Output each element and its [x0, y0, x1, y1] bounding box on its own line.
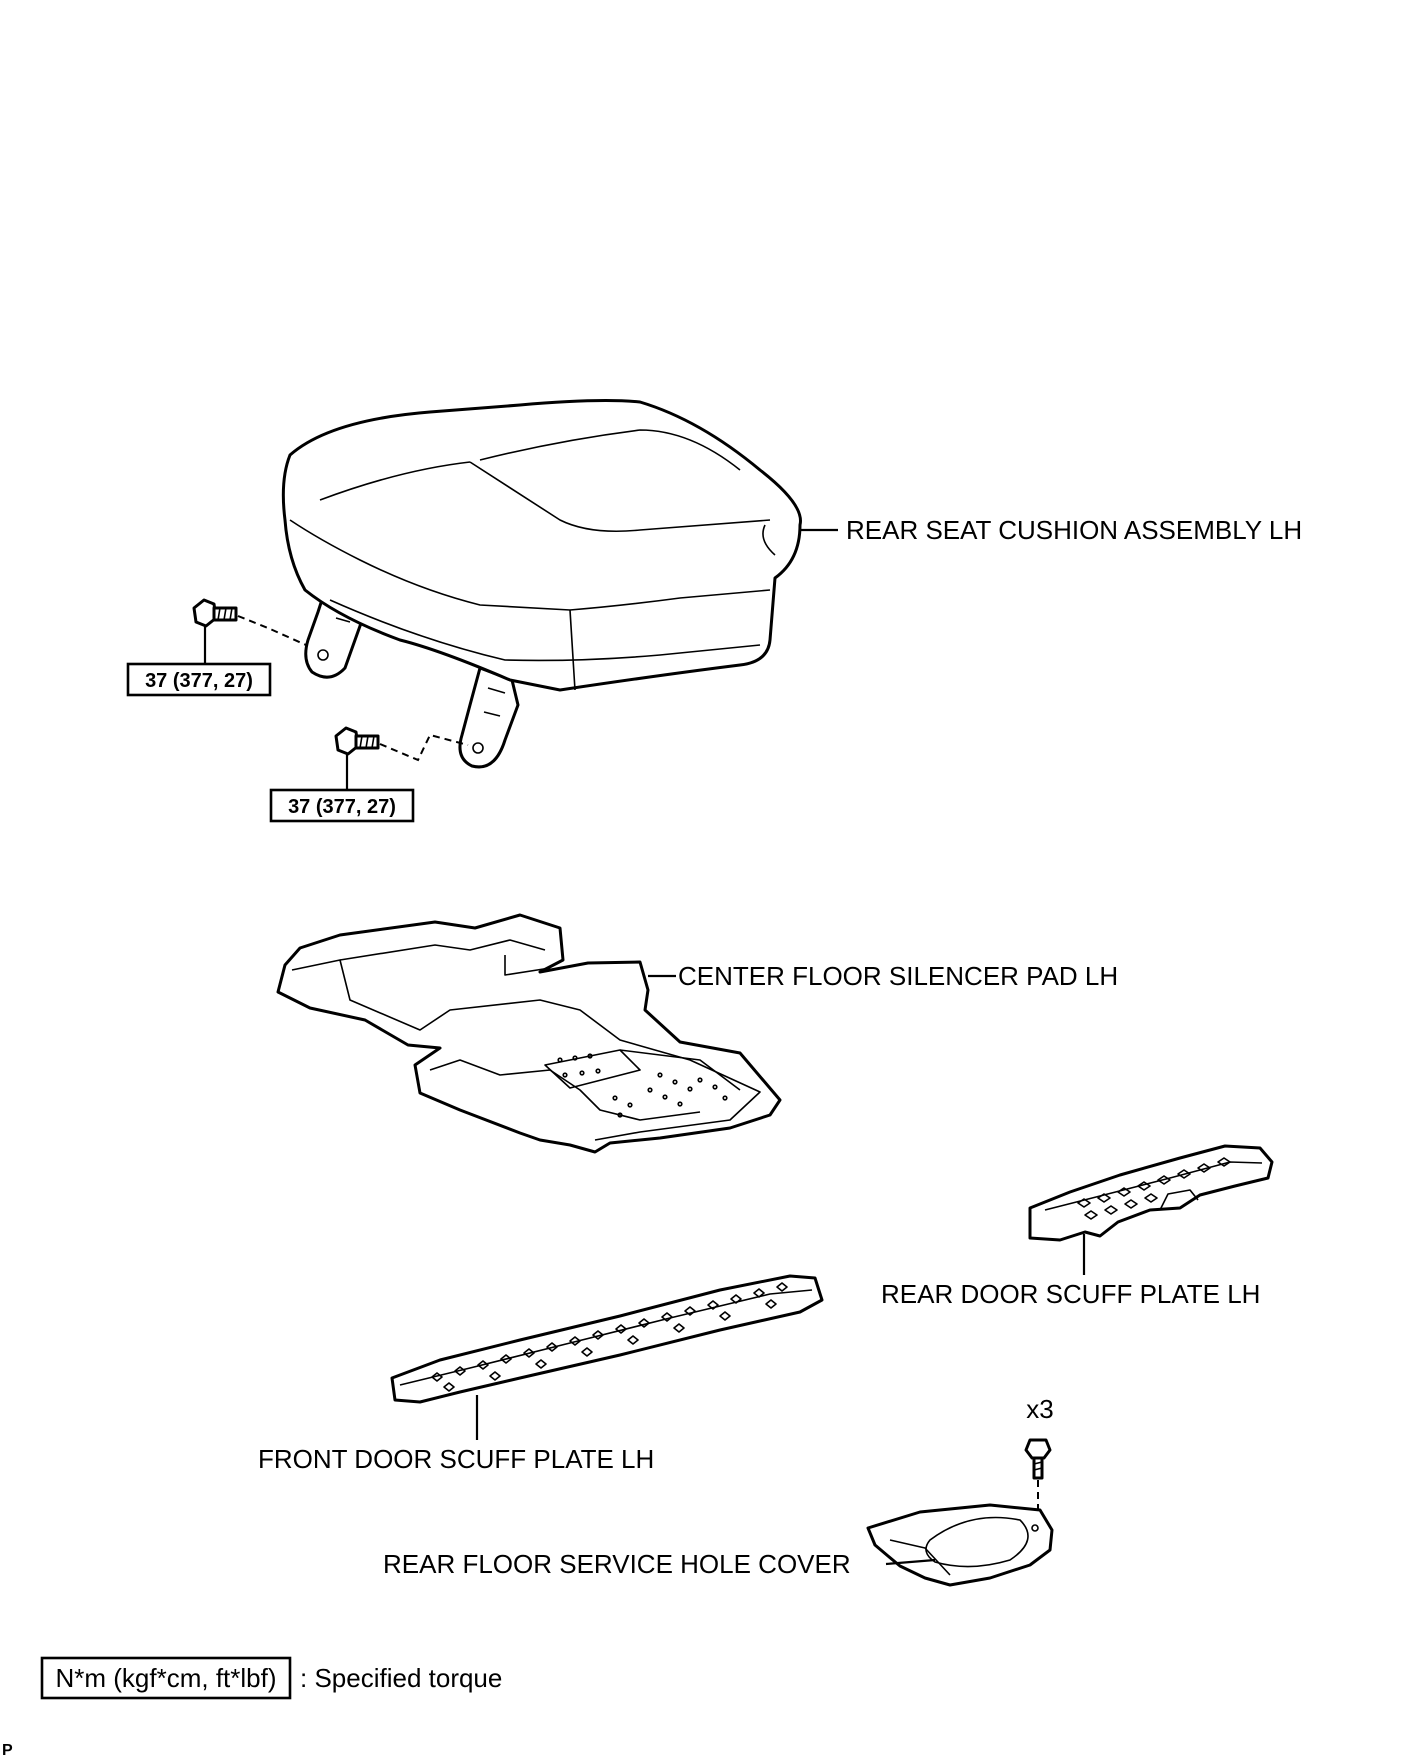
- corner-mark: P: [2, 1742, 13, 1759]
- label-rear-seat-cushion: REAR SEAT CUSHION ASSEMBLY LH: [846, 515, 1302, 545]
- clip-quantity: x3: [1026, 1394, 1053, 1424]
- bolt-icon: [334, 726, 380, 756]
- dash-line-bolt-lower: [379, 733, 469, 762]
- seat-hinge-bracket-right: [458, 666, 520, 769]
- center-floor-silencer-pad: [276, 913, 782, 1154]
- torque-value-lower: 37 (377, 27): [288, 796, 396, 818]
- rear-door-scuff-plate: [1028, 1144, 1274, 1242]
- legend-description: : Specified torque: [300, 1663, 502, 1693]
- legend-unit: N*m (kgf*cm, ft*lbf): [55, 1663, 276, 1693]
- rear-seat-cushion: [281, 399, 802, 769]
- legend-torque-box: [40, 1656, 292, 1700]
- front-door-scuff-plate: [390, 1274, 824, 1404]
- seat-cushion-body: [281, 399, 802, 692]
- torque-box-lower: [269, 788, 415, 823]
- label-front-door-scuff: FRONT DOOR SCUFF PLATE LH: [258, 1444, 654, 1474]
- label-center-floor-pad: CENTER FLOOR SILENCER PAD LH: [678, 961, 1118, 991]
- label-rear-door-scuff: REAR DOOR SCUFF PLATE LH: [881, 1279, 1260, 1309]
- dash-line-bolt-upper: [237, 615, 307, 646]
- clip-icon: [1024, 1438, 1052, 1480]
- torque-box-upper: [126, 662, 272, 697]
- bolt-icon: [192, 598, 238, 628]
- label-rear-floor-cover: REAR FLOOR SERVICE HOLE COVER: [383, 1549, 851, 1579]
- leader-rear-floor-cover: [885, 1558, 936, 1566]
- torque-value-upper: 37 (377, 27): [145, 670, 253, 692]
- rear-floor-service-hole-cover: [866, 1503, 1054, 1587]
